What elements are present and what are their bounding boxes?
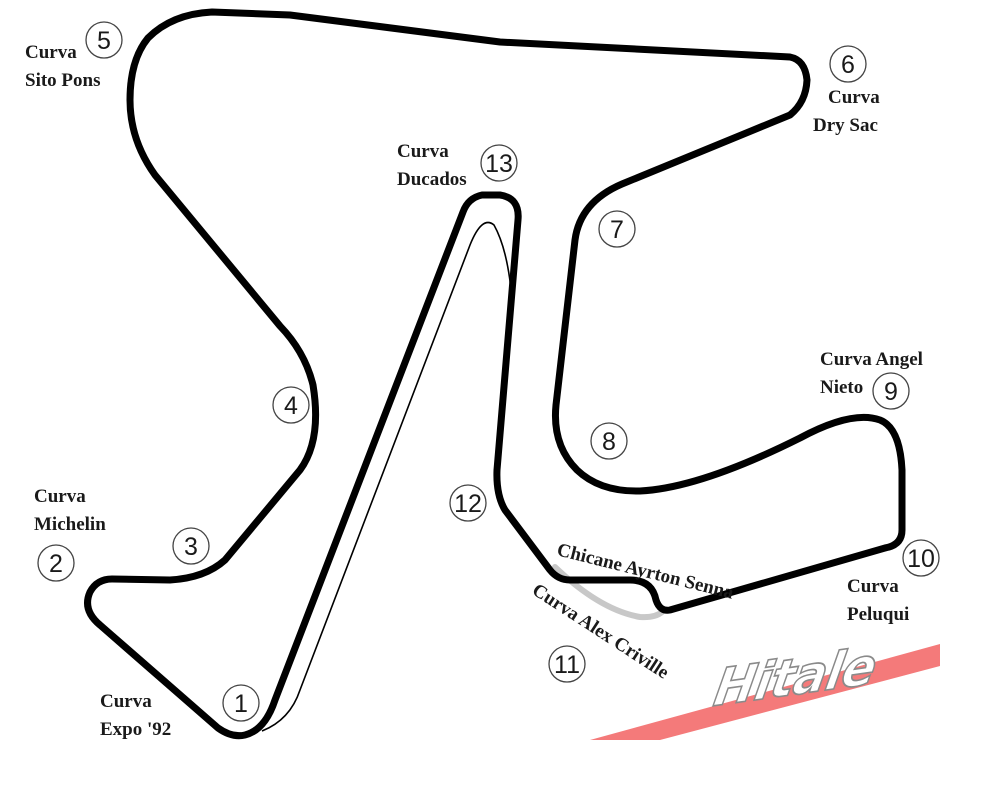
corner-marker-4: 4 — [272, 386, 310, 424]
corner-marker-1: 1 — [222, 684, 260, 722]
corner-marker-8: 8 — [590, 422, 628, 460]
corner-number: 5 — [97, 27, 111, 55]
corner-marker-7: 7 — [598, 210, 636, 248]
corner-marker-3: 3 — [172, 527, 210, 565]
corner-1-name-line1: Curva — [100, 691, 152, 712]
corner-5-name-line1: Curva — [25, 42, 77, 63]
chicane-label: Chicane Ayrton Senna — [555, 539, 736, 603]
corner-number: 3 — [184, 533, 198, 561]
track-outline — [84, 8, 906, 740]
corner-marker-5: 5 — [85, 21, 123, 59]
pit-lane-line — [261, 221, 513, 732]
corner-2-name-line2: Michelin — [34, 514, 106, 535]
corner-marker-10: 10 — [902, 539, 940, 577]
corner-number: 13 — [485, 150, 513, 178]
brand-logo: Hitale — [710, 636, 881, 719]
corner-6-name-line2: Dry Sac — [813, 115, 878, 136]
logo-band — [590, 644, 940, 740]
corner-9-name-line1: Curva Angel — [820, 349, 923, 370]
corner-13-name-line1: Curva — [397, 141, 449, 162]
corner-number: 11 — [554, 651, 580, 679]
corner-number: 10 — [907, 545, 935, 573]
corner-marker-12: 12 — [449, 484, 487, 522]
corner-5-name-line2: Sito Pons — [25, 70, 101, 91]
corner-number: 12 — [454, 490, 482, 518]
corner-marker-2: 2 — [37, 544, 75, 582]
old-layout-segment — [552, 564, 665, 621]
corner-6-name-line1: Curva — [828, 87, 880, 108]
corner-marker-11: 11 — [548, 645, 586, 683]
corner-number: 4 — [284, 392, 298, 420]
corner-number: 7 — [610, 216, 624, 244]
corner-number: 6 — [841, 51, 855, 79]
corner-marker-6: 6 — [829, 45, 867, 83]
corner-number: 2 — [49, 550, 63, 578]
corner-marker-9: 9 — [872, 372, 910, 410]
corner-number: 1 — [234, 690, 248, 718]
corner-marker-13: 13 — [480, 144, 518, 182]
corner-1-name-line2: Expo '92 — [100, 719, 171, 740]
corner-10-name-line2: Peluqui — [847, 604, 909, 625]
corner-9-name-line2: Nieto — [820, 377, 863, 398]
corner-10-name-line1: Curva — [847, 576, 899, 597]
corner-number: 9 — [884, 378, 898, 406]
corner-13-name-line2: Ducados — [397, 169, 467, 190]
corner-number: 8 — [602, 428, 616, 456]
corner-2-name-line1: Curva — [34, 486, 86, 507]
